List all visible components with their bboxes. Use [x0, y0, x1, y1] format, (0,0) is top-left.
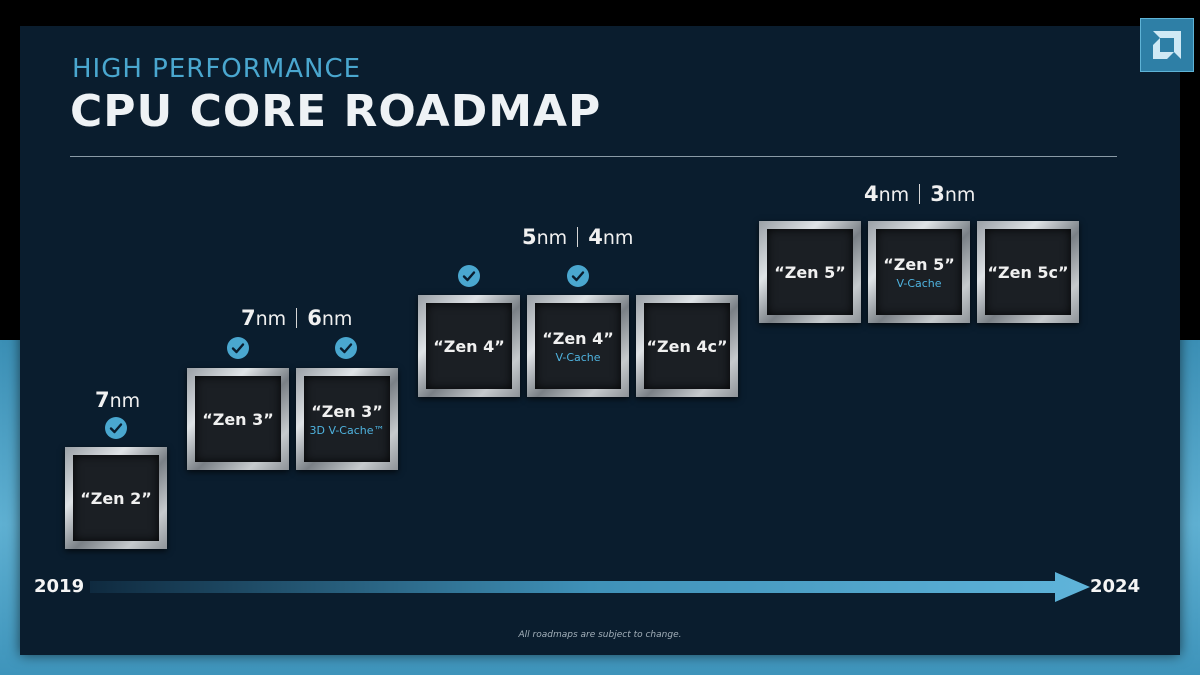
chip-subtitle: 3D V-Cache™	[309, 423, 385, 437]
check-icon	[105, 417, 127, 439]
chip-zen4-vcache: “Zen 4” V-Cache	[527, 295, 629, 397]
chip-name: “Zen 2”	[80, 488, 152, 508]
chip-zen3: “Zen 3”	[187, 368, 289, 470]
chip-name: “Zen 5”	[774, 262, 846, 282]
check-icon	[458, 265, 480, 287]
process-separator	[296, 308, 298, 328]
check-icon	[335, 337, 357, 359]
chip-die: “Zen 4c”	[644, 303, 730, 389]
chip-zen4c: “Zen 4c”	[636, 295, 738, 397]
disclaimer: All roadmaps are subject to change.	[518, 630, 682, 640]
chip-die: “Zen 2”	[73, 455, 159, 541]
timeline-arrow	[90, 572, 1090, 602]
amd-logo-icon	[1140, 18, 1194, 72]
check-icon	[567, 265, 589, 287]
check-icon	[227, 337, 249, 359]
chip-name: “Zen 5”	[883, 254, 955, 274]
chip-die: “Zen 5” V-Cache	[876, 229, 962, 315]
chip-zen5: “Zen 5”	[759, 221, 861, 323]
chip-name: “Zen 5c”	[987, 262, 1069, 282]
chip-zen5c: “Zen 5c”	[977, 221, 1079, 323]
chip-name: “Zen 3”	[202, 409, 274, 429]
process-separator	[919, 184, 921, 204]
process-label-zen2: 7nm	[95, 388, 141, 412]
chip-subtitle: V-Cache	[555, 350, 601, 364]
title-divider	[70, 156, 1117, 157]
chip-name: “Zen 4c”	[646, 336, 728, 356]
chip-name: “Zen 4”	[542, 328, 614, 348]
page-title: CPU CORE ROADMAP	[70, 86, 602, 137]
chip-die: “Zen 5”	[767, 229, 853, 315]
chip-zen3-3d-vcache: “Zen 3” 3D V-Cache™	[296, 368, 398, 470]
chip-die: “Zen 3”	[195, 376, 281, 462]
chip-die: “Zen 5c”	[985, 229, 1071, 315]
chip-subtitle: V-Cache	[896, 276, 942, 290]
chip-name: “Zen 3”	[311, 401, 383, 421]
chip-zen5-vcache: “Zen 5” V-Cache	[868, 221, 970, 323]
timeline-start-year: 2019	[34, 576, 85, 597]
chip-name: “Zen 4”	[433, 336, 505, 356]
chip-die: “Zen 4”	[426, 303, 512, 389]
timeline-end-year: 2024	[1090, 576, 1141, 597]
chip-zen4: “Zen 4”	[418, 295, 520, 397]
section-eyebrow: HIGH PERFORMANCE	[72, 54, 362, 84]
chip-die: “Zen 4” V-Cache	[535, 303, 621, 389]
chip-zen2: “Zen 2”	[65, 447, 167, 549]
process-separator	[577, 227, 579, 247]
chip-die: “Zen 3” 3D V-Cache™	[304, 376, 390, 462]
